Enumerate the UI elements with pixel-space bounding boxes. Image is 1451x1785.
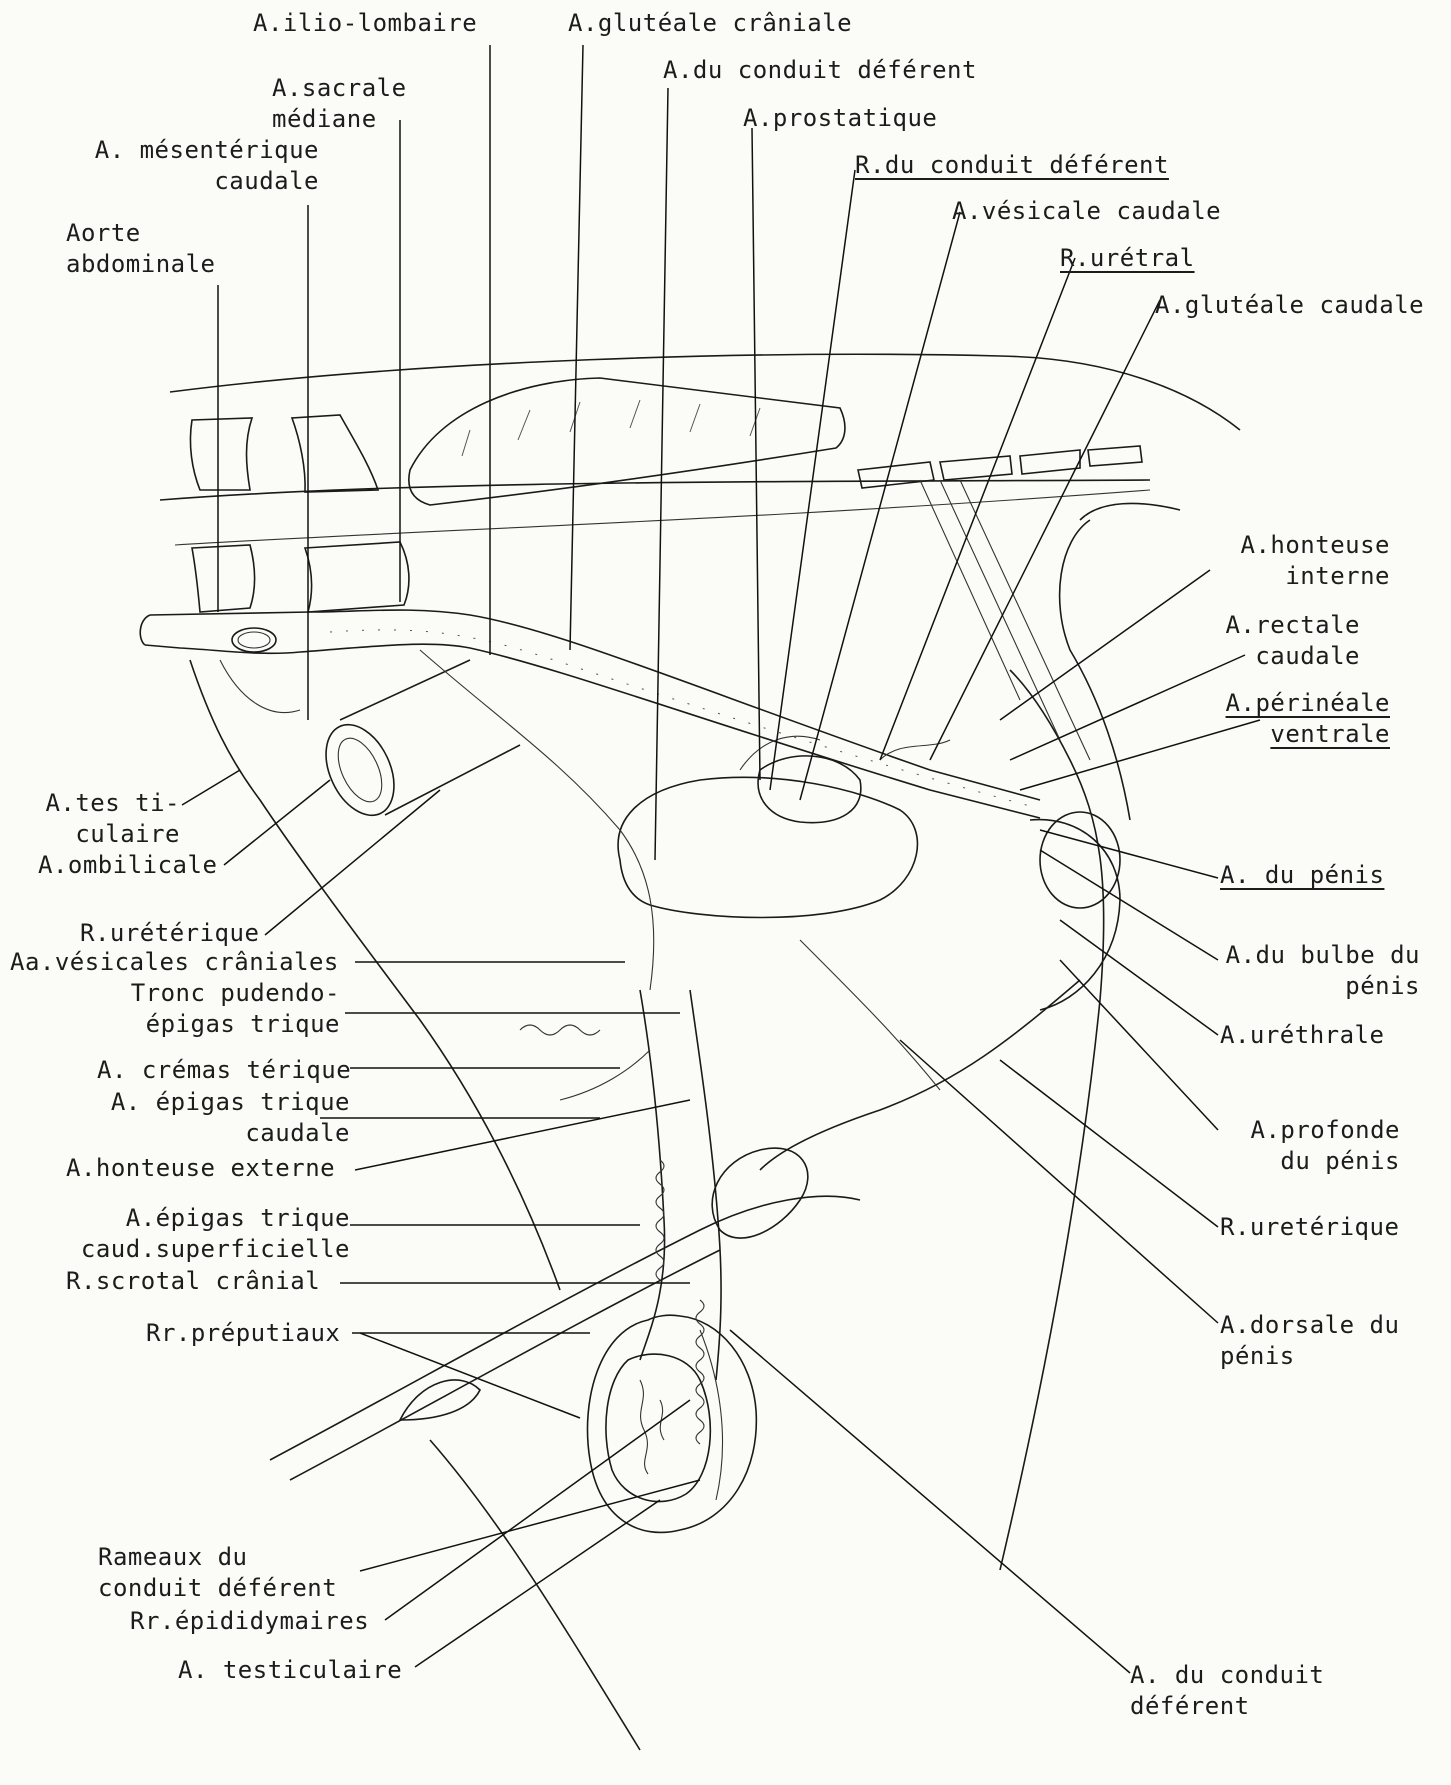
label-r-ureterique-left: R.urétérique bbox=[80, 918, 259, 949]
aorta-dots bbox=[330, 630, 1030, 806]
label-honteuse-interne: A.honteuse interne bbox=[1190, 530, 1390, 592]
label-epigastrique-superf: A.épigas trique caud.superficielle bbox=[60, 1203, 350, 1265]
caudal-vertebra-4 bbox=[1088, 446, 1142, 466]
vertebra-2 bbox=[292, 415, 378, 492]
label-prostatique: A.prostatique bbox=[743, 103, 937, 134]
caudal-vertebra-1 bbox=[858, 462, 934, 488]
ischial-arch bbox=[1000, 670, 1104, 1570]
colon-lumen-inner bbox=[329, 732, 390, 809]
label-rectale-caudale: A.rectale caudale bbox=[1190, 610, 1360, 672]
vertebra-3 bbox=[192, 545, 255, 612]
colon-lower bbox=[385, 745, 520, 815]
label-du-penis: A. du pénis bbox=[1220, 860, 1384, 891]
label-urethrale: A.uréthrale bbox=[1220, 1020, 1384, 1051]
label-ilio-lombaire: A.ilio-lombaire bbox=[253, 8, 477, 39]
label-epigastrique-caudale: A. épigas trique caudale bbox=[80, 1087, 350, 1149]
caudal-vertebra-3 bbox=[1020, 450, 1080, 474]
aorta-lower bbox=[145, 644, 1040, 818]
aorta bbox=[150, 610, 1040, 800]
label-scrotal-cranial: R.scrotal crânial bbox=[66, 1266, 320, 1297]
label-sacrale-mediane: A.sacrale médiane bbox=[272, 73, 407, 135]
testis bbox=[606, 1354, 710, 1501]
colon-upper bbox=[340, 660, 470, 720]
label-epididymaires: Rr.épididymaires bbox=[130, 1606, 369, 1637]
label-perineale-ventrale: A.périnéale ventrale bbox=[1200, 688, 1390, 750]
label-conduit-deferent-bottom: A. du conduit déférent bbox=[1130, 1660, 1324, 1722]
label-aorte: Aorte abdominale bbox=[66, 218, 216, 280]
aorta-end bbox=[140, 615, 150, 645]
label-dorsale-penis: A.dorsale du pénis bbox=[1220, 1310, 1399, 1372]
ischiocavernous bbox=[760, 980, 1080, 1170]
penis-shaft-2 bbox=[290, 1250, 720, 1480]
sacrum-hatch-1 bbox=[462, 400, 760, 456]
label-testiculaire-left: A.tes ti- culaire bbox=[30, 788, 180, 850]
artery-cremasteric bbox=[520, 1025, 600, 1035]
label-profonde-penis: A.profonde du pénis bbox=[1220, 1115, 1400, 1177]
artery-prostatic bbox=[740, 736, 820, 770]
spinal-line-2 bbox=[175, 490, 1150, 545]
caudal-vertebra-2 bbox=[940, 456, 1012, 480]
label-honteuse-externe: A.honteuse externe bbox=[66, 1153, 335, 1184]
label-ombilicale: A.ombilicale bbox=[38, 850, 217, 881]
artery-umbilical bbox=[420, 650, 654, 990]
bladder bbox=[618, 777, 917, 917]
colon-lumen bbox=[313, 714, 408, 826]
label-r-uretral: R.urétral bbox=[1060, 243, 1195, 274]
label-cremasterique: A. crémas térique bbox=[97, 1055, 351, 1086]
label-bulbe-penis: A.du bulbe du pénis bbox=[1220, 940, 1420, 1002]
tail-base bbox=[1080, 503, 1180, 520]
label-mesenterique: A. mésentérique caudale bbox=[82, 135, 319, 197]
label-testiculaire-bottom: A. testiculaire bbox=[178, 1655, 402, 1686]
label-vesicale-caudale: A.vésicale caudale bbox=[952, 196, 1221, 227]
aorta-ring-inner bbox=[238, 632, 270, 648]
penis-shaft bbox=[270, 1196, 860, 1460]
muscle-strands bbox=[920, 480, 1090, 760]
vertebra-1 bbox=[190, 418, 252, 490]
testis-coil bbox=[656, 1160, 664, 1280]
label-tronc-pudendo: Tronc pudendo- épigas trique bbox=[80, 978, 340, 1040]
label-glut-craniale: A.glutéale crâniale bbox=[568, 8, 852, 39]
label-r-ureterique-right: R.uretérique bbox=[1220, 1212, 1399, 1243]
vertebra-4 bbox=[305, 542, 409, 612]
penile-flexure bbox=[712, 1148, 808, 1238]
belly-line bbox=[430, 1440, 640, 1750]
spermatic-cord-left bbox=[640, 990, 665, 1360]
label-conduit-deferent-top: A.du conduit déférent bbox=[663, 55, 977, 86]
label-glut-caudale: A.glutéale caudale bbox=[1155, 290, 1424, 321]
leader-lines bbox=[182, 45, 1260, 1673]
artery-testiculaire bbox=[220, 660, 300, 713]
artery-pudendal bbox=[880, 740, 950, 760]
label-r-conduit-deferent: R.du conduit déférent bbox=[855, 150, 1169, 181]
label-vesicales-craniales: Aa.vésicales crâniales bbox=[10, 947, 339, 978]
back-contour bbox=[170, 354, 1240, 430]
label-rameaux-conduit: Rameaux du conduit déférent bbox=[98, 1542, 337, 1604]
anus bbox=[1040, 812, 1120, 908]
artery-dorsal bbox=[800, 940, 940, 1090]
artery-epigastric bbox=[560, 1050, 650, 1100]
label-preputiaux: Rr.préputiaux bbox=[146, 1318, 340, 1349]
